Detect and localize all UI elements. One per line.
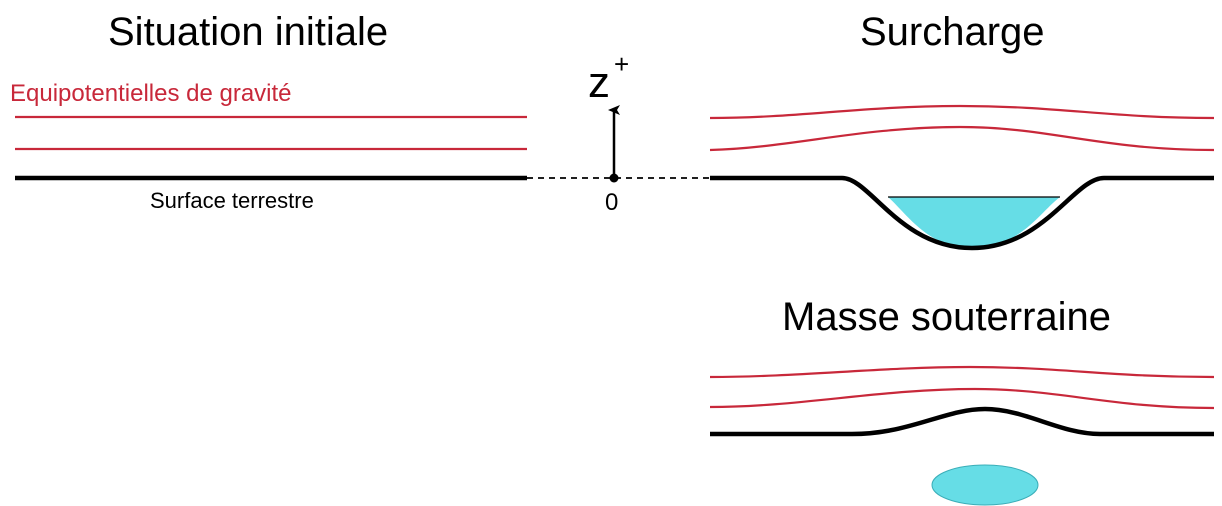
equipotential-line-upper-surcharge <box>709 104 1215 120</box>
panel-underground: Masse souterraine <box>709 295 1215 506</box>
z-axis-label: z <box>588 58 610 107</box>
title-initial: Situation initiale <box>108 10 388 54</box>
legend-equipotential-label: Equipotentielles de gravité <box>10 80 292 107</box>
title-underground: Masse souterraine <box>782 295 1111 339</box>
underground-mass <box>931 464 1039 506</box>
axis-group: z + 0 <box>527 49 710 216</box>
z-axis-superscript: + <box>614 49 629 79</box>
equipotential-line-lower-underground <box>709 387 1215 410</box>
equipotential-line-lower-surcharge <box>709 125 1215 152</box>
origin-label: 0 <box>605 189 618 216</box>
ground-surface-underground <box>710 406 1214 437</box>
origin-dot <box>609 173 619 183</box>
surface-label: Surface terrestre <box>150 188 314 213</box>
panel-initial: Situation initiale Equipotentielles de g… <box>10 10 527 213</box>
ground-surface-surcharge <box>710 175 1214 251</box>
panel-surcharge: Surcharge <box>709 10 1215 251</box>
surface-water-load <box>888 197 1060 248</box>
equipotential-line-upper-underground <box>709 365 1215 379</box>
title-surcharge: Surcharge <box>860 10 1045 54</box>
